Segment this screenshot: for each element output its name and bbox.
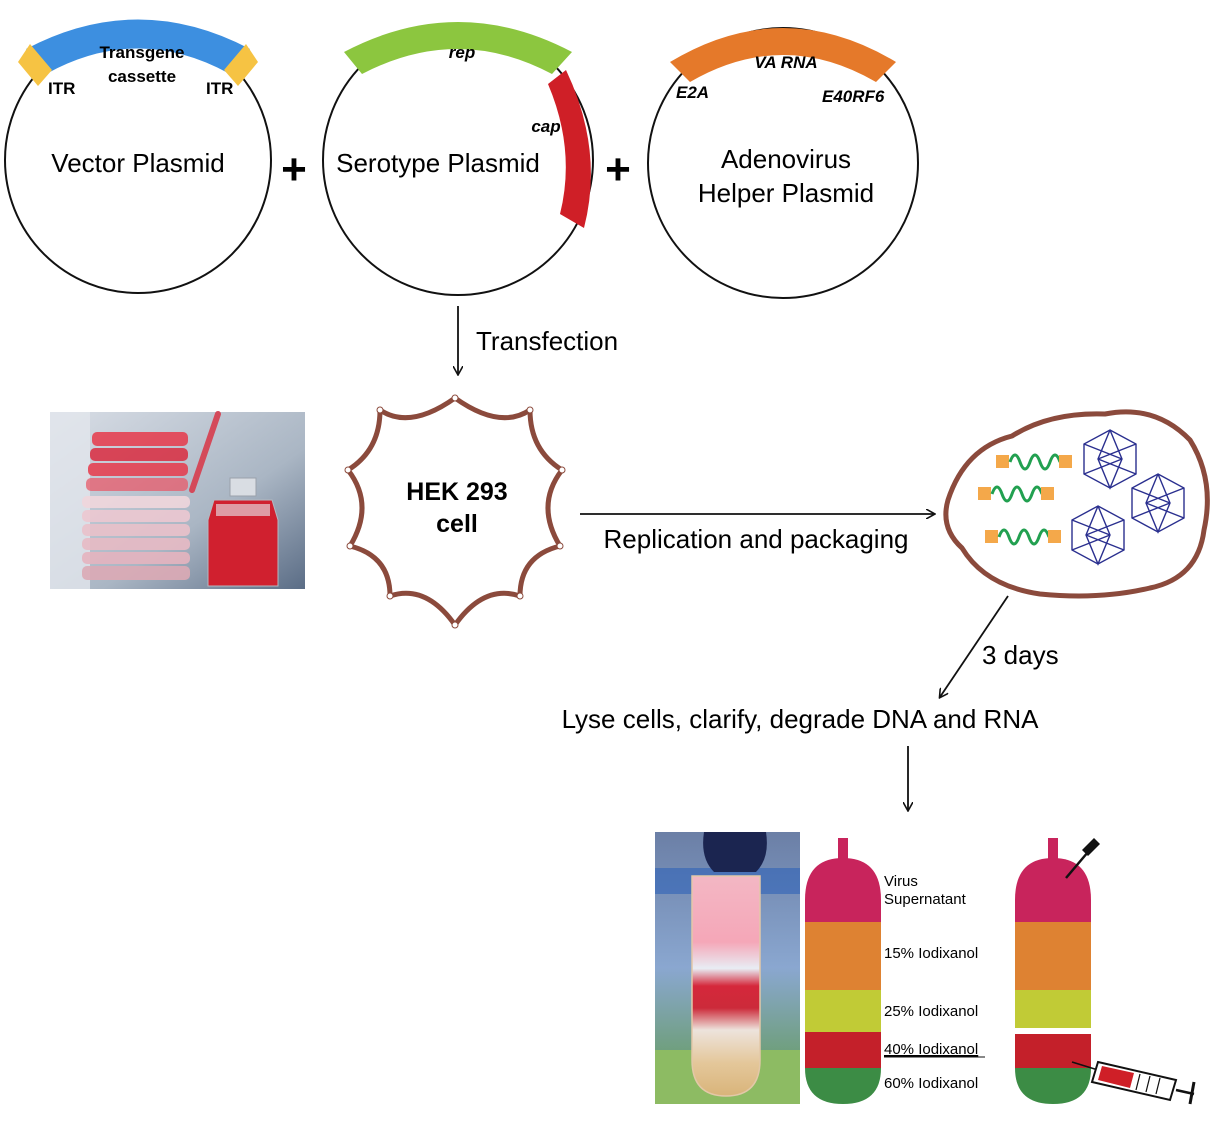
helper-plasmid: VA RNA E2A E40RF6 Adenovirus Helper Plas… [647,27,919,299]
itr-left-label: ITR [48,79,75,98]
label-60-iodixanol: 60% Iodixanol [884,1075,978,1092]
transgene-dna-2 [978,485,1054,503]
hek293-label-line1: HEK 293 [406,478,507,506]
rep-label: rep [449,43,475,62]
helper-plasmid-name-line1: Adenovirus [721,144,851,174]
layer-60-iodixanol [805,1068,881,1104]
extract-layer-60 [1015,1068,1091,1104]
itr-right-label: ITR [206,79,233,98]
serotype-plasmid: rep cap Serotype Plasmid [322,22,594,296]
label-virus: Virus [884,873,918,890]
extract-layer-40 [1015,1034,1091,1068]
layer-40-iodixanol [805,1032,881,1068]
lyse-step-label: Lyse cells, clarify, degrade DNA and RNA [562,704,1040,734]
pipette [189,411,221,493]
capsid-1 [1083,429,1137,490]
e2a-label: E2A [676,83,709,102]
three-days-arrow [940,595,1009,697]
transgene-dna-3 [985,528,1061,546]
three-days-label: 3 days [982,640,1059,670]
cap-gene-arc [548,70,591,228]
syringe-icon [1071,1060,1196,1105]
cap-label: cap [531,117,560,136]
extract-layer-virus [1015,858,1091,922]
transgene-dna-1 [996,453,1072,471]
label-25-iodixanol: 25% Iodixanol [884,1003,978,1020]
transgene-cassette-arc [26,19,250,73]
puncture-needle-icon [1065,838,1100,879]
vector-plasmid: ITR ITR Transgene cassette Vector Plasmi… [4,19,272,294]
layer-virus-supernatant [805,858,881,922]
label-15-iodixanol: 15% Iodixanol [884,945,978,962]
gradient-schematic [805,838,881,1104]
plus-sign-2: + [605,145,631,194]
transfection-label: Transfection [476,326,618,356]
capsid-3 [1071,505,1125,566]
e4orf6-label: E40RF6 [822,87,885,106]
cell-culture-photo [50,411,305,589]
culture-dish-stack [82,432,190,580]
hek293-cell: HEK 293 cell [344,394,566,629]
plus-sign-1: + [281,145,307,194]
va-rna-label: VA RNA [754,53,817,72]
gradient-extraction-schematic [1015,838,1196,1105]
gradient-tube-photo [655,832,800,1104]
label-40-iodixanol: 40% Iodixanol [884,1041,978,1058]
itr-right-block [224,44,258,86]
layer-15-iodixanol [805,922,881,990]
itr-left-block [18,44,52,86]
extract-layer-15 [1015,922,1091,990]
media-bottle [207,477,279,587]
gradient-labels: Virus Supernatant 15% Iodixanol 25% Iodi… [884,873,985,1092]
hek293-label-line2: cell [436,510,478,538]
label-supernatant: Supernatant [884,891,967,908]
helper-plasmid-name-line2: Helper Plasmid [698,178,874,208]
packaging-cell [943,409,1210,599]
helper-gene-arc [670,28,896,82]
cassette-label-line1: Transgene [99,43,184,62]
serotype-plasmid-name: Serotype Plasmid [336,148,540,178]
layer-25-iodixanol [805,990,881,1032]
gradient-tube [691,875,761,1097]
capsid-2 [1131,473,1185,534]
vector-plasmid-name: Vector Plasmid [51,148,224,178]
cassette-label-line2: cassette [108,67,176,86]
extract-layer-25 [1015,990,1091,1028]
rep-gene-arc [344,22,572,74]
replication-label: Replication and packaging [604,524,909,554]
